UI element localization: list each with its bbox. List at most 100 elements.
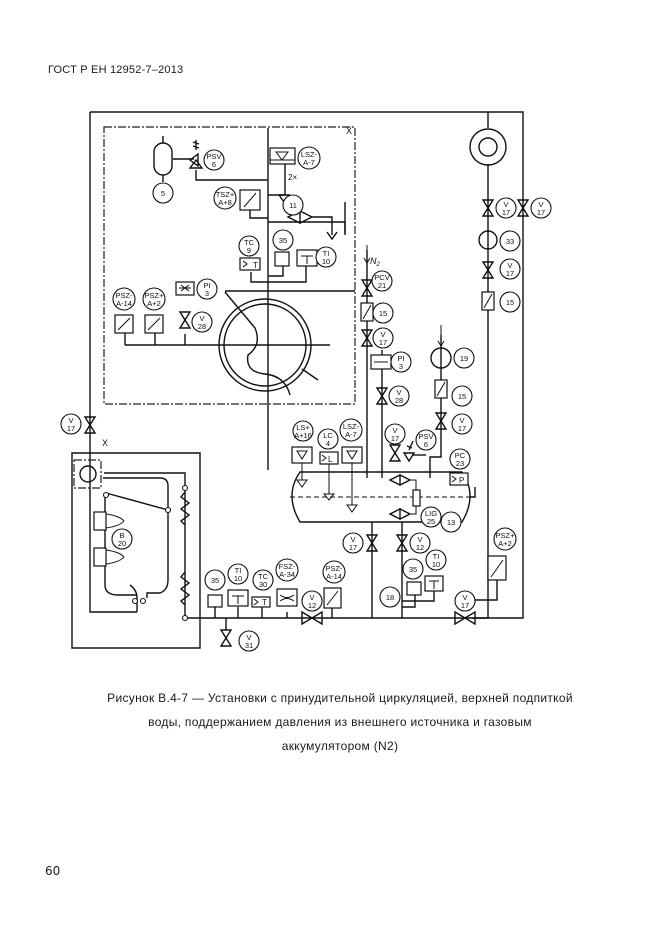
bubble-circle [449,448,471,470]
bubble-circle [142,287,166,311]
bubble-tag: V [350,535,355,544]
bubble-circle [371,270,393,292]
bubble-number: A-7 [303,158,315,167]
bubble-circle [112,287,136,311]
instrument-bubble-lsz7a: LSZ-A-7 [297,146,321,170]
bubble-number: 17 [537,208,545,217]
bubble-circle [275,558,299,582]
bubble-number: 17 [349,543,357,552]
instrument-bubble-v17a: V17 [372,327,394,349]
instrument-bubble-v17f: V17 [60,413,82,435]
bubble-tag: 13 [447,518,455,527]
bubble-tag: B [119,531,124,540]
bubble-number: 30 [259,580,267,589]
bubble-number: 6 [424,440,428,449]
bubble-tag: PSZ+ [496,531,516,540]
instrument-bubble-tc9: TC9 [238,235,260,257]
bubble-circle [372,327,394,349]
bubble-number: A-7 [345,430,357,439]
pc23-letter: P [459,476,464,485]
instrument-bubble-b15b: 15 [451,385,473,407]
lc4-letter: L [328,455,333,464]
instrument-bubble-psz2b: PSZ+A+2 [493,527,517,551]
bubble-number: A+2 [498,539,512,548]
bubble-circle [409,532,431,554]
bubble-tag: 33 [506,237,514,246]
bubble-number: A+16 [294,431,312,440]
bubble-number: 12 [416,543,424,552]
instrument-bubble-b15c: 15 [499,291,521,313]
instrument-bubble-v17d: V17 [530,197,552,219]
instrument-bubble-b15a: 15 [372,302,394,324]
bubble-number: A-14 [116,299,132,308]
bubble-tag: V [503,200,508,209]
bubble-tag: TSZ+ [216,190,235,199]
bubble-tag: 15 [379,309,387,318]
bubble-circle [453,347,475,369]
bubble-tag: V [380,330,385,339]
bubble-tag: 19 [460,354,468,363]
figure-caption: Рисунок В.4-7 — Установки с принудительн… [60,686,620,758]
bubble-number: 4 [326,439,330,448]
bubble-tag: PSZ- [115,291,133,300]
bubble-tag: V [246,633,251,642]
bubble-tag: 35 [409,565,417,574]
bubble-tag: 35 [211,576,219,585]
bubble-number: A+8 [218,198,232,207]
bubble-circle [204,569,226,591]
bubble-circle [454,590,476,612]
bubble-tag: V [417,535,422,544]
caption-line-1: Рисунок В.4-7 — Установки с принудительн… [107,691,573,705]
boundary-x-box [103,126,356,405]
bubble-tag: 18 [386,593,394,602]
tc9-letter: T [253,261,258,270]
bubble-circle [388,385,410,407]
bubble-circle [60,413,82,435]
bubble-tag: TI [323,249,330,258]
bubble-tag: V [459,416,464,425]
instrument-bubble-b35b: 35 [204,569,226,591]
bubble-tag: PSV [206,152,221,161]
bubble-tag: V [538,200,543,209]
bubble-circle [390,351,412,373]
bubble-circle [213,186,237,210]
bubble-number: 21 [378,281,386,290]
bubble-tag: 5 [161,189,165,198]
bubble-number: 10 [234,574,242,583]
bubble-number: 6 [212,160,216,169]
instrument-bubble-lsz7b: LSZ-A-7 [339,418,363,442]
bubble-circle [493,527,517,551]
instrument-bubble-v17g: V17 [384,423,406,445]
bubble-circle [196,278,218,300]
bubble-number: 3 [399,362,403,371]
bubble-tag: TC [244,238,255,247]
instrument-bubble-v17i: V17 [454,590,476,612]
bubble-tag: PC [455,451,466,460]
boundary-x-label: X [346,126,352,136]
bubble-tag: PI [397,354,404,363]
bubble-tag: 15 [458,392,466,401]
bubble-number: 9 [247,246,251,255]
bubble-circle [342,532,364,554]
bubble-tag: V [199,314,204,323]
bubble-circle [339,418,363,442]
boiler-drum [218,291,319,396]
instrument-bubble-v12a: V12 [409,532,431,554]
bubble-number: 3 [205,289,209,298]
bubble-tag: 35 [279,236,287,245]
instrument-bubble-v17c: V17 [495,197,517,219]
bubble-tag: PSZ- [325,564,343,573]
bubble-number: 23 [456,459,464,468]
instrument-bubble-pi3b: PI3 [390,351,412,373]
document-header: ГОСТ Р ЕН 12952-7–2013 [48,64,184,76]
bubble-tag: V [396,388,401,397]
bubble-number: 25 [427,517,435,526]
bubble-tag: LSZ- [343,422,360,431]
instrument-bubble-b35c: 35 [402,558,424,580]
bubble-tag: 15 [506,298,514,307]
